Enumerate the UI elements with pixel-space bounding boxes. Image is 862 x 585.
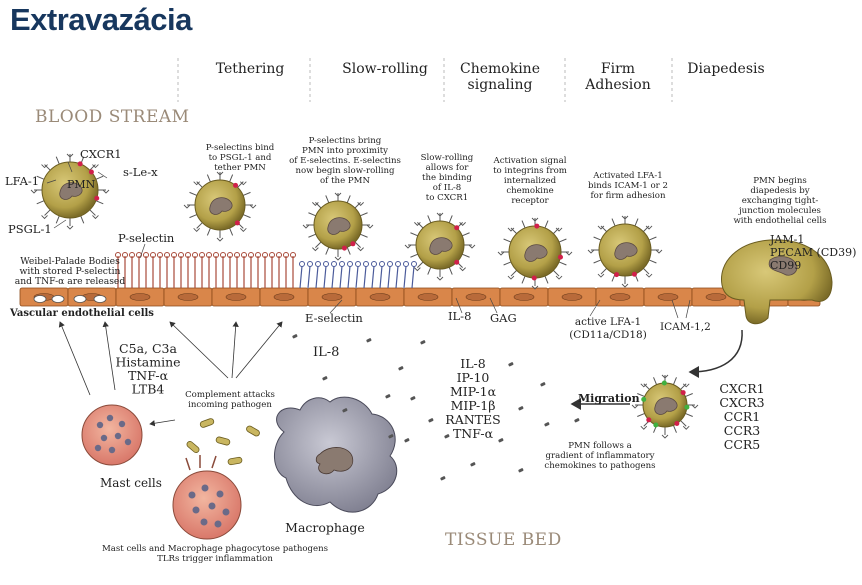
- label-sLex: s-Le-x: [123, 165, 158, 179]
- label-icam: ICAM-1,2: [660, 321, 711, 333]
- label-gag: GAG: [490, 311, 517, 325]
- pmn-cell-slow-rolling: [302, 192, 374, 261]
- mast-cell-2: [172, 455, 242, 540]
- label-pmn: PMN: [67, 178, 96, 191]
- pmn-cell-diapedesis: [721, 239, 833, 325]
- weibel-palade-bodies: [33, 295, 107, 303]
- label-e-selectin: E-selectin: [305, 311, 363, 325]
- e-selectin-stalks: [299, 261, 417, 289]
- blood-stream-label: BLOOD STREAM: [35, 107, 190, 127]
- pmn-cell-tethered: [183, 171, 257, 242]
- stage-diapedesis: Diapedesis: [687, 61, 764, 77]
- label-mast-macro: Mast cells and Macrophage phagocytose pa…: [102, 544, 328, 564]
- arrows: [58, 321, 743, 427]
- tissue-bed-label: TISSUE BED: [445, 530, 562, 550]
- label-p-selectin: P-selectin: [118, 231, 175, 245]
- chemokine-dots: [292, 334, 580, 481]
- label-psgl1: PSGL-1: [8, 222, 52, 236]
- slide-title: Extravazácia: [10, 2, 192, 37]
- label-il8-top: IL-8: [448, 309, 471, 323]
- label-il8-mid: IL-8: [313, 345, 339, 360]
- pathogens: [186, 418, 260, 466]
- label-lfa1: LFA-1: [5, 174, 39, 188]
- endothelium-layer: [19, 287, 821, 307]
- label-migration: Migration: [578, 392, 640, 405]
- pmn-cell-free: [30, 153, 110, 230]
- label-cxcr1: CXCR1: [80, 147, 122, 161]
- label-macrophage: Macrophage: [285, 520, 365, 535]
- stage-tethering: Tethering: [216, 61, 285, 77]
- p-selectin-stalks: [115, 252, 296, 288]
- pmn-cell-migrating: [631, 374, 699, 439]
- stage-slow-rolling: Slow-rolling: [342, 61, 428, 77]
- label-mast-cells: Mast cells: [100, 476, 162, 490]
- pmn-cell-adhesion: [587, 215, 663, 288]
- mast-cell-1: [81, 404, 143, 466]
- label-vascular: Vascular endothelial cells: [9, 308, 154, 319]
- pointer-lines: [46, 161, 691, 319]
- macrophage: [274, 396, 398, 513]
- stage-dividers: [177, 58, 673, 102]
- label-active-lfa: active LFA-1(CD11a/CD18): [569, 316, 647, 341]
- pmn-cell-il8: [404, 212, 476, 281]
- pmn-cell-activation: [497, 217, 573, 290]
